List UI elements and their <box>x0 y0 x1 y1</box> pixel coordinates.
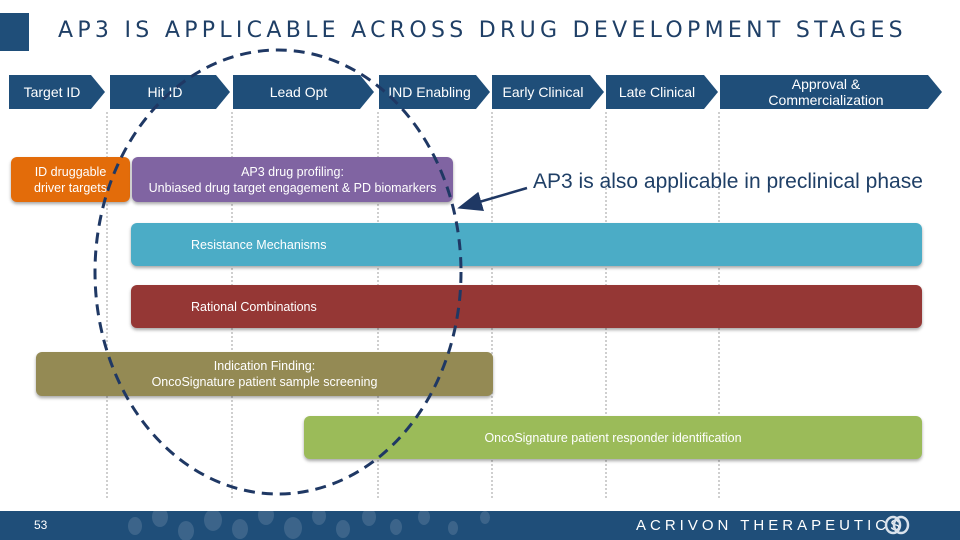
stage-label-line2: Commercialization <box>768 92 884 108</box>
stage-hit-id: Hit ID <box>110 75 230 109</box>
stage-early-clinical: Early Clinical <box>492 75 604 109</box>
bar-label-line1: ID druggable <box>34 164 107 179</box>
bar-oncosignature-responder: OncoSignature patient responder identifi… <box>304 416 922 459</box>
bar-label-line1: AP3 drug profiling: <box>241 164 344 179</box>
stage-approval-commercialization: Approval & Commercialization <box>720 75 942 109</box>
bar-label: Resistance Mechanisms <box>191 237 327 252</box>
bar-label: Rational Combinations <box>191 299 317 314</box>
footer-bar: 53 ACRIVON THERAPEUTICS <box>0 511 960 540</box>
stage-target-id: Target ID <box>9 75 105 109</box>
bar-ap3-drug-profiling: AP3 drug profiling: Unbiased drug target… <box>132 157 453 202</box>
bar-label-line2: driver targets <box>34 180 107 195</box>
stage-ind-enabling: IND Enabling <box>379 75 490 109</box>
page-number: 53 <box>34 518 48 532</box>
callout-arrow-icon <box>457 186 528 211</box>
stage-label: Target ID <box>23 84 81 100</box>
stage-label-line1: Approval & <box>791 76 861 92</box>
stage-label: Lead Opt <box>269 84 328 100</box>
preclinical-callout: AP3 is also applicable in preclinical ph… <box>533 170 923 193</box>
bar-indication-finding: Indication Finding: OncoSignature patien… <box>36 352 493 396</box>
stage-label: IND Enabling <box>388 84 471 100</box>
stage-lead-opt: Lead Opt <box>233 75 374 109</box>
bar-label-line2: OncoSignature patient sample screening <box>151 375 378 389</box>
slide-title: AP3 IS APPLICABLE ACROSS DRUG DEVELOPMEN… <box>58 18 907 43</box>
bar-id-druggable-targets: ID druggable driver targets <box>11 157 130 202</box>
stage-label: Early Clinical <box>502 84 584 100</box>
bar-rational-combinations: Rational Combinations <box>131 285 922 328</box>
stage-late-clinical: Late Clinical <box>606 75 718 109</box>
title-accent-square <box>0 13 29 51</box>
bar-label: OncoSignature patient responder identifi… <box>484 430 742 445</box>
stage-label: Late Clinical <box>618 84 696 100</box>
bar-label-line2: Unbiased drug target engagement & PD bio… <box>148 180 437 195</box>
stage-label: Hit ID <box>147 84 183 100</box>
brand-name: ACRIVON THERAPEUTICS <box>636 517 905 534</box>
bar-label-line1: Indication Finding: <box>213 359 316 373</box>
acrivon-logo-icon <box>884 515 910 535</box>
bar-resistance-mechanisms: Resistance Mechanisms <box>131 223 922 266</box>
